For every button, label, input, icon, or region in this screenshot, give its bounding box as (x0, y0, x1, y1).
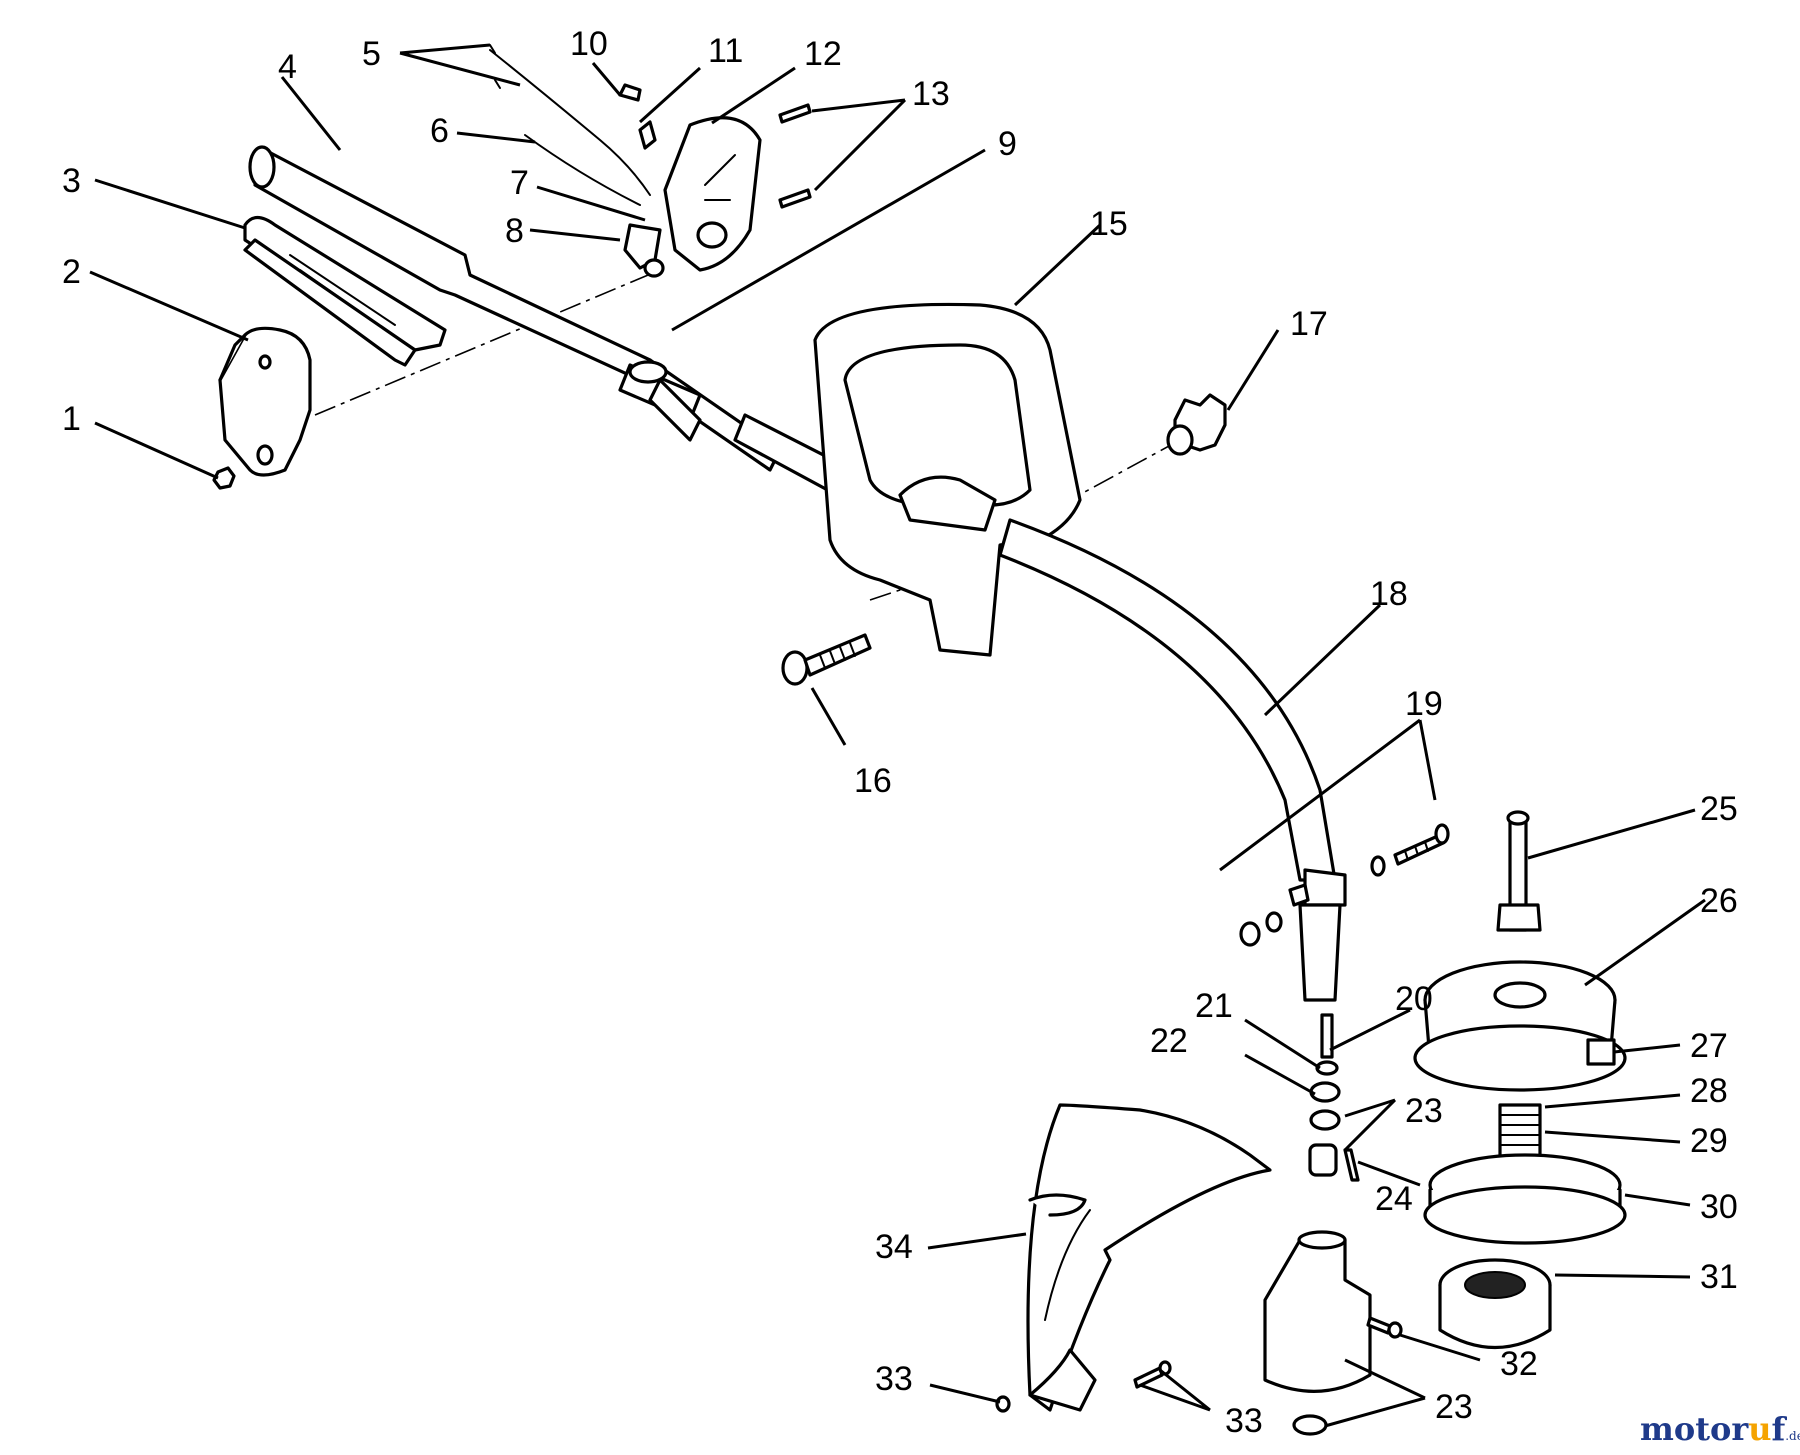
part-label-12: 12 (804, 35, 842, 73)
part-label-18: 18 (1370, 575, 1408, 613)
part-label-23-upper: 23 (1405, 1092, 1443, 1130)
part-label-34: 34 (875, 1228, 913, 1266)
part-label-22: 22 (1150, 1022, 1188, 1060)
part-label-8: 8 (505, 212, 524, 250)
watermark-brand-b: f (1771, 1410, 1787, 1448)
spindle-hardware (1308, 1013, 1360, 1182)
part-label-29: 29 (1690, 1122, 1728, 1160)
watermark-brand-o: u (1748, 1410, 1771, 1448)
part-label-13: 13 (912, 75, 950, 113)
part-label-20: 20 (1395, 980, 1433, 1018)
part-label-21: 21 (1195, 987, 1233, 1025)
part-label-17: 17 (1290, 305, 1328, 343)
part-label-28: 28 (1690, 1072, 1728, 1110)
clamp-hardware (1239, 823, 1450, 947)
watermark-logo: motoruf.de (1640, 1410, 1800, 1448)
part-drawings (212, 44, 1627, 1436)
guard-shield (1026, 1103, 1272, 1412)
part-labels: 1 2 3 4 5 6 7 8 9 10 11 12 13 15 16 17 1… (62, 25, 1738, 1440)
part-label-16: 16 (854, 762, 892, 800)
part-label-6: 6 (430, 112, 449, 150)
part-label-26: 26 (1700, 882, 1738, 920)
part-label-24: 24 (1375, 1180, 1413, 1218)
part-label-11: 11 (708, 32, 743, 70)
part-label-23-lower: 23 (1435, 1388, 1473, 1426)
gear-housing (1263, 1230, 1372, 1436)
side-cover (243, 215, 447, 367)
part-label-10: 10 (570, 25, 608, 63)
svg-text:motoruf.de: motoruf.de (1640, 1410, 1800, 1448)
part-label-32: 32 (1500, 1345, 1538, 1383)
part-label-33-left: 33 (875, 1360, 913, 1398)
part-label-15: 15 (1090, 205, 1128, 243)
part-label-33-right: 33 (1225, 1402, 1263, 1440)
hex-nut (212, 466, 236, 490)
part-label-5: 5 (362, 35, 381, 73)
leader-lines (89, 43, 1706, 1428)
mount-bracket (218, 326, 312, 477)
part-label-31: 31 (1700, 1258, 1738, 1296)
star-knob (1166, 393, 1227, 456)
spool-assembly (1413, 810, 1627, 1350)
part-label-7: 7 (510, 164, 529, 202)
part-label-1: 1 (62, 400, 81, 438)
part-label-19: 19 (1405, 685, 1443, 723)
watermark-suffix: .de (1785, 1429, 1800, 1443)
part-label-9: 9 (998, 125, 1017, 163)
part-label-4: 4 (278, 48, 297, 86)
throttle-housing (489, 44, 812, 278)
part-label-25: 25 (1700, 790, 1738, 828)
part-label-27: 27 (1690, 1027, 1728, 1065)
handle (813, 302, 1082, 657)
part-label-2: 2 (62, 253, 81, 291)
part-label-3: 3 (62, 162, 81, 200)
part-label-30: 30 (1700, 1188, 1738, 1226)
curved-shaft (998, 518, 1347, 1002)
watermark-brand-a: motor (1640, 1410, 1749, 1448)
carriage-bolt (781, 633, 872, 686)
